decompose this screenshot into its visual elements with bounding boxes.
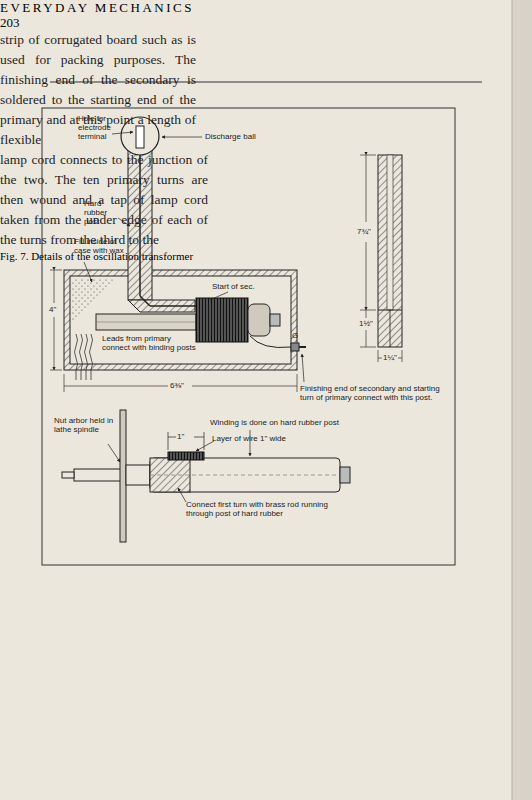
- primary-tube: [96, 314, 196, 330]
- part-label: Discharge ball: [205, 132, 256, 141]
- case: [64, 270, 297, 370]
- note: Leads from primary connect with binding …: [102, 334, 198, 352]
- part-label: Hard rubber post: [84, 199, 124, 226]
- part-label: G: [292, 331, 298, 340]
- dimension: 6⅜": [169, 381, 185, 390]
- dimension: 1½": [358, 319, 374, 328]
- dimension: 4": [48, 305, 57, 314]
- dimension-lines: [360, 155, 402, 362]
- note: Winding is done on hard rubber post: [210, 418, 360, 427]
- winding-post: [150, 452, 350, 492]
- part-label: Start of sec.: [212, 282, 255, 291]
- note: Connect first turn with brass rod runnin…: [186, 500, 356, 518]
- note: Nut arbor held in lathe spindle: [54, 416, 116, 434]
- note: Fill inside of case with wax: [74, 237, 130, 255]
- end-cap: [248, 304, 270, 336]
- page-edge: [512, 0, 532, 800]
- dimension: 1": [177, 432, 184, 441]
- page-number: 203: [0, 15, 532, 30]
- dimension: 1¼": [382, 353, 398, 362]
- part-label: Hole for electrode terminal: [78, 114, 126, 141]
- note: Layer of wire 1" wide: [212, 434, 332, 443]
- dimension-lines: [50, 270, 297, 392]
- secondary-winding: [196, 298, 248, 342]
- dimension: 7¾": [356, 227, 372, 236]
- note: Finishing end of secondary and starting …: [300, 384, 450, 402]
- running-header: EVERYDAY MECHANICS: [0, 0, 532, 15]
- body-text: lamp cord connects to the junction of th…: [0, 150, 208, 250]
- post-detail: [378, 155, 402, 347]
- primary-leads: [75, 334, 93, 380]
